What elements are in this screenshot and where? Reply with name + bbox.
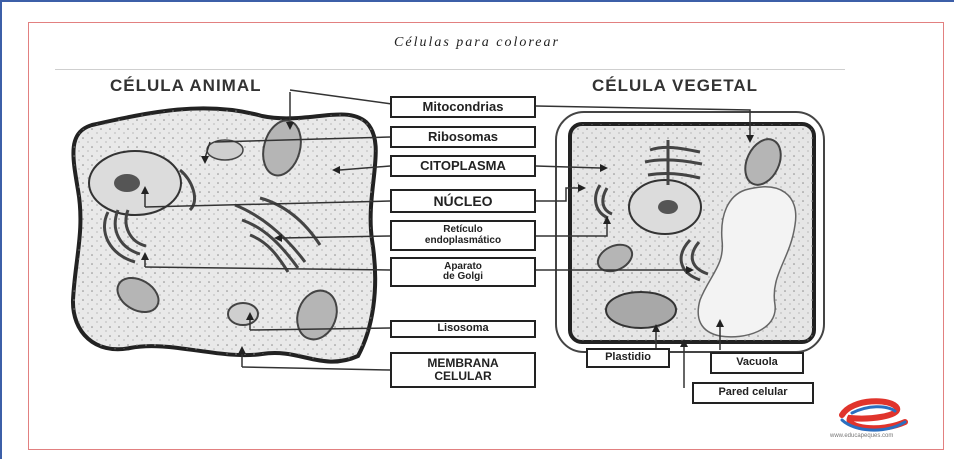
label-cell-wall: Pared celular bbox=[692, 382, 814, 404]
animal-cell bbox=[73, 108, 376, 361]
label-golgi-apparatus: Aparato de Golgi bbox=[390, 257, 536, 287]
plant-nucleus bbox=[629, 180, 701, 234]
label-ribosomes: Ribosomas bbox=[390, 126, 536, 148]
label-lysosome: Lisosoma bbox=[390, 320, 536, 338]
educational-e-logo-icon bbox=[842, 401, 905, 430]
animal-vesicle bbox=[207, 140, 243, 160]
label-vacuole: Vacuola bbox=[710, 352, 804, 374]
animal-nucleus bbox=[89, 151, 181, 215]
logo-website-text: www.educapeques.com bbox=[830, 433, 893, 439]
label-endoplasmic-reticulum: Retículo endoplasmático bbox=[390, 220, 536, 251]
label-cell-membrane: MEMBRANA CELULAR bbox=[390, 352, 536, 388]
plant-cell bbox=[556, 112, 824, 352]
animal-lysosome bbox=[228, 303, 258, 325]
label-plastid: Plastidio bbox=[586, 348, 670, 368]
label-cytoplasm: CITOPLASMA bbox=[390, 155, 536, 177]
plant-plastid bbox=[606, 292, 676, 328]
label-mitochondria: Mitocondrias bbox=[390, 96, 536, 118]
label-nucleus: NÚCLEO bbox=[390, 189, 536, 213]
